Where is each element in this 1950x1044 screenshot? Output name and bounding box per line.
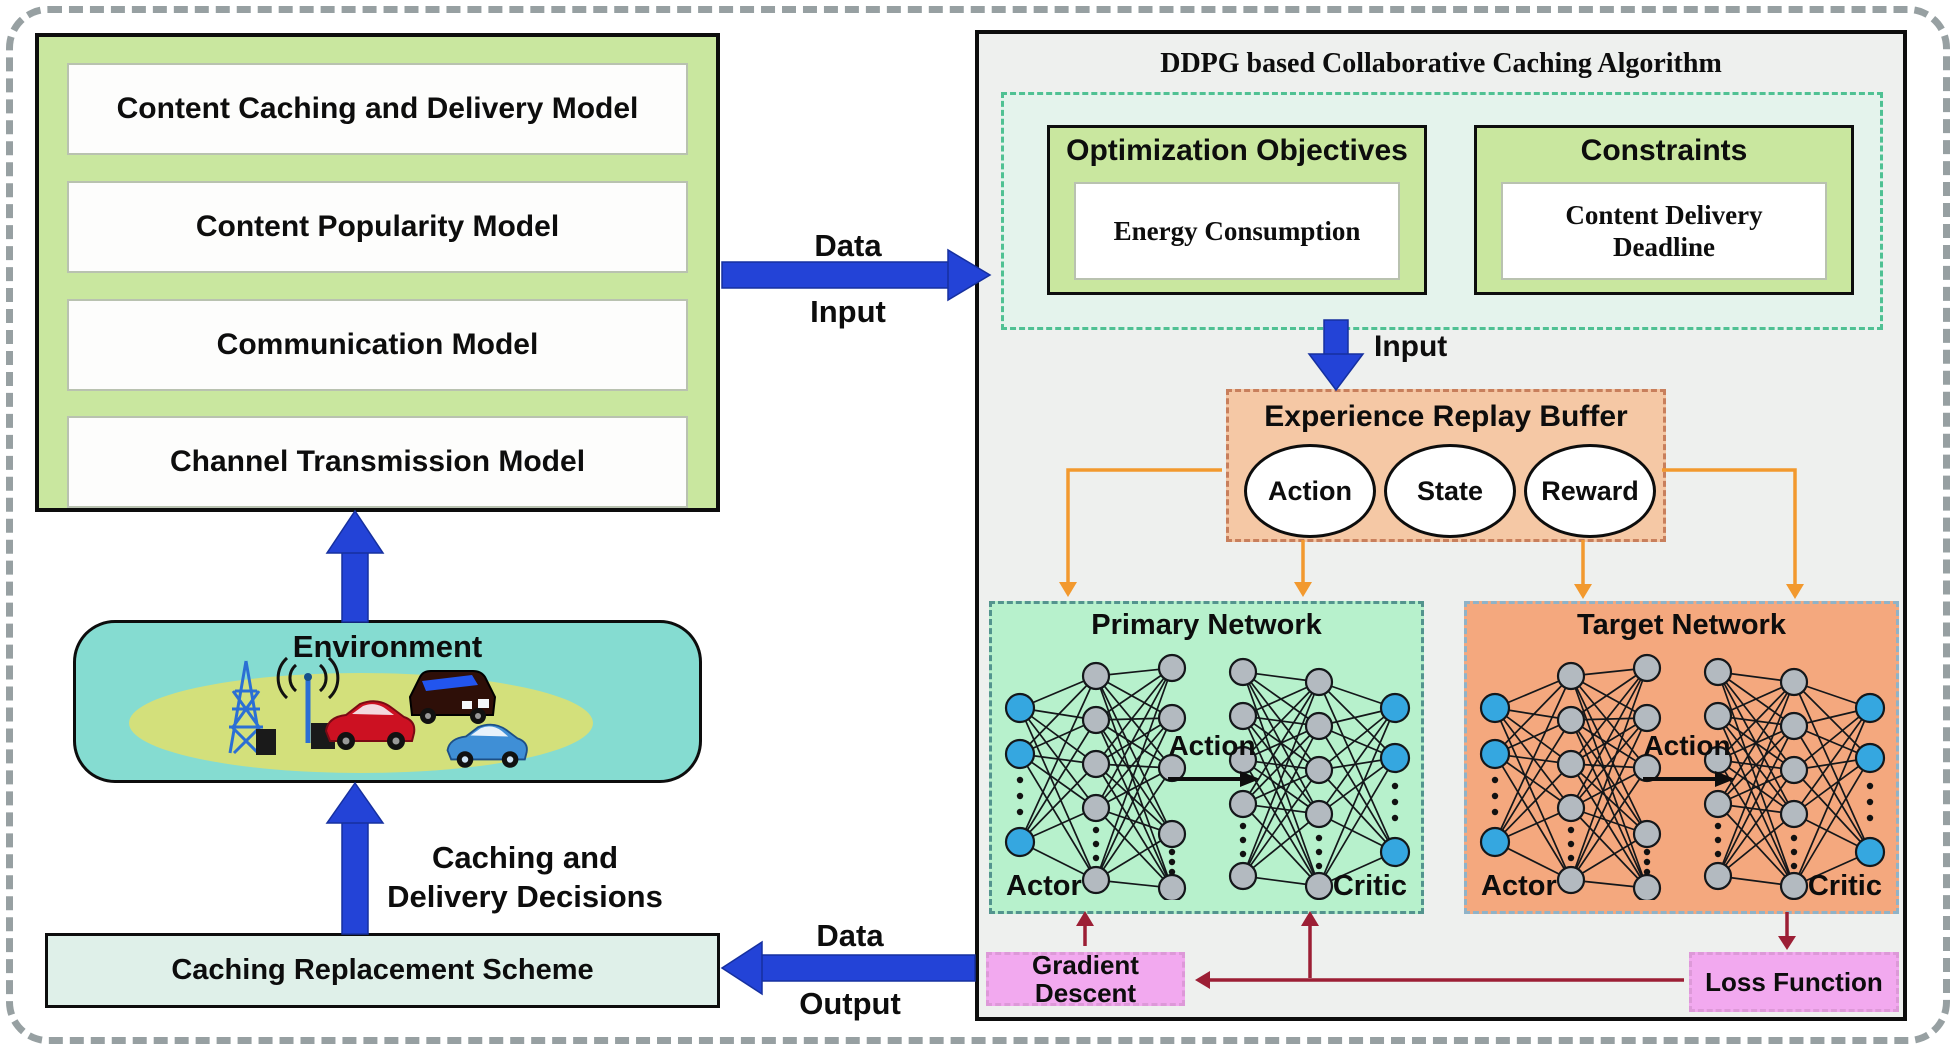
- target-network-title: Target Network: [1577, 609, 1786, 641]
- decisions-line1: Caching and: [431, 840, 618, 875]
- primary-actor-network-graphic: [1004, 653, 1187, 900]
- suv-icon: [408, 670, 497, 724]
- optimization-objectives-box: Optimization Objectives Energy Consumpti…: [1047, 125, 1427, 295]
- target-critic-label: Critic: [1807, 870, 1882, 902]
- primary-actor-label: Actor: [1006, 870, 1082, 902]
- ddpg-algorithm-panel: DDPG based Collaborative Caching Algorit…: [975, 30, 1907, 1021]
- content-delivery-deadline-box: Content Delivery Deadline: [1501, 182, 1827, 280]
- action-arrow: [1643, 771, 1735, 787]
- objectives-constraints-area: Optimization Objectives Energy Consumpti…: [1001, 92, 1883, 330]
- cell-tower-icon: [228, 660, 276, 755]
- experience-replay-buffer: Experience Replay Buffer Action State Re…: [1226, 389, 1666, 542]
- action-arrow: [1168, 771, 1260, 787]
- input-arrow-label: Input: [1374, 330, 1448, 363]
- environment-title: Environment: [292, 629, 483, 664]
- data-input-label-bottom: Input: [810, 294, 886, 329]
- algorithm-title: DDPG based Collaborative Caching Algorit…: [1160, 48, 1722, 79]
- energy-consumption-box: Energy Consumption: [1074, 182, 1400, 280]
- constraints-box: Constraints Content Delivery Deadline: [1474, 125, 1854, 295]
- primary-network-box: Primary Network Action Actor Critic: [989, 601, 1424, 914]
- experience-replay-buffer-title: Experience Replay Buffer: [1264, 400, 1628, 433]
- primary-network-title: Primary Network: [1091, 609, 1322, 641]
- optimization-objectives-header: Optimization Objectives: [1066, 134, 1408, 167]
- action-ellipse: Action: [1244, 444, 1376, 538]
- model-row-communication: Communication Model: [67, 299, 688, 391]
- decisions-line2: Delivery Decisions: [387, 879, 663, 914]
- blue-car-icon: [446, 723, 528, 768]
- gradient-descent-box: Gradient Descent: [986, 951, 1185, 1007]
- target-actor-label: Actor: [1481, 870, 1557, 902]
- target-network-box: Target Network Action Actor Critic: [1464, 601, 1899, 914]
- target-actor-network-graphic: [1479, 653, 1662, 900]
- system-models-panel: Content Caching and Delivery Model Conte…: [35, 33, 720, 512]
- constraints-header: Constraints: [1580, 134, 1748, 167]
- outer-boundary: [6, 6, 1950, 1044]
- red-car-icon: [324, 700, 416, 750]
- caching-replacement-scheme-box: Caching Replacement Scheme: [45, 933, 720, 1008]
- caching-delivery-decisions-label: Caching and Delivery Decisions: [360, 838, 690, 916]
- data-output-label-bottom: Output: [799, 986, 901, 1021]
- model-row-caching-delivery: Content Caching and Delivery Model: [67, 63, 688, 155]
- environment-illustration: [129, 656, 593, 773]
- data-output-label-top: Data: [816, 918, 884, 953]
- primary-critic-network-graphic: [1228, 657, 1411, 900]
- loss-function-box: Loss Function: [1689, 952, 1899, 1012]
- model-row-content-popularity: Content Popularity Model: [67, 181, 688, 273]
- environment-box: Environment: [73, 620, 702, 783]
- data-input-label-top: Data: [814, 228, 882, 263]
- model-row-channel-transmission: Channel Transmission Model: [67, 416, 688, 508]
- target-action-label: Action: [1643, 730, 1731, 761]
- primary-action-label: Action: [1168, 730, 1256, 761]
- target-critic-network-graphic: [1703, 657, 1886, 900]
- primary-critic-label: Critic: [1332, 870, 1407, 902]
- reward-ellipse: Reward: [1524, 444, 1656, 538]
- state-ellipse: State: [1384, 444, 1516, 538]
